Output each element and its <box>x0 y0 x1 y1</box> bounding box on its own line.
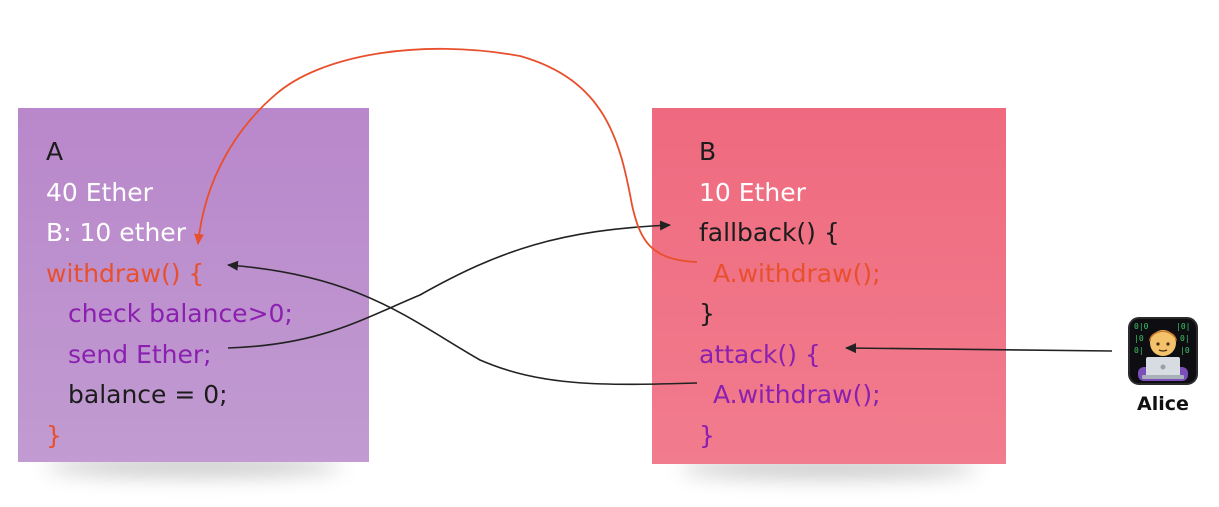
withdraw-function-open: withdraw() { <box>46 258 205 288</box>
send-ether-to-fallback-arrow <box>227 220 671 349</box>
hacker-at-laptop-icon: 0|0 |0| |0 0| 0| |0 <box>1128 317 1198 385</box>
send-ether-line: send Ether; <box>68 339 212 369</box>
attack-function-close: } <box>699 420 715 450</box>
svg-text:|0: |0 <box>1134 334 1144 343</box>
svg-text:0|0: 0|0 <box>1134 322 1149 331</box>
withdraw-function-close: } <box>46 420 62 450</box>
svg-text:|0|: |0| <box>1176 322 1190 331</box>
svg-text:0|: 0| <box>1180 334 1190 343</box>
svg-text:0|: 0| <box>1134 346 1144 355</box>
alice-to-attack-arrow <box>845 343 1113 354</box>
contract-a-title: A <box>46 137 64 166</box>
contract-b-title: B <box>699 137 717 166</box>
fallback-function-open: fallback() { <box>699 218 840 247</box>
alice-actor: 0|0 |0| |0 0| 0| |0 Alice <box>1128 317 1198 415</box>
contract-a-b-balance: B: 10 ether <box>46 218 186 247</box>
reentry-arrow <box>194 47 698 263</box>
contract-a-ether: 40 Ether <box>46 177 153 207</box>
alice-label: Alice <box>1137 393 1189 415</box>
attack-withdraw-call: A.withdraw(); <box>713 380 881 409</box>
fallback-function-close: } <box>699 299 715 328</box>
contract-b-ether: 10 Ether <box>699 177 806 207</box>
contract-a-note: A 40 Ether B: 10 ether withdraw() { chec… <box>18 108 369 476</box>
svg-text:|0: |0 <box>1180 346 1190 355</box>
attack-function-open: attack() { <box>699 339 821 369</box>
balance-reset-line: balance = 0; <box>68 380 228 409</box>
attack-call-to-withdraw-arrow <box>227 260 698 386</box>
check-balance-line: check balance>0; <box>68 299 293 328</box>
fallback-withdraw-call: A.withdraw(); <box>713 258 881 288</box>
